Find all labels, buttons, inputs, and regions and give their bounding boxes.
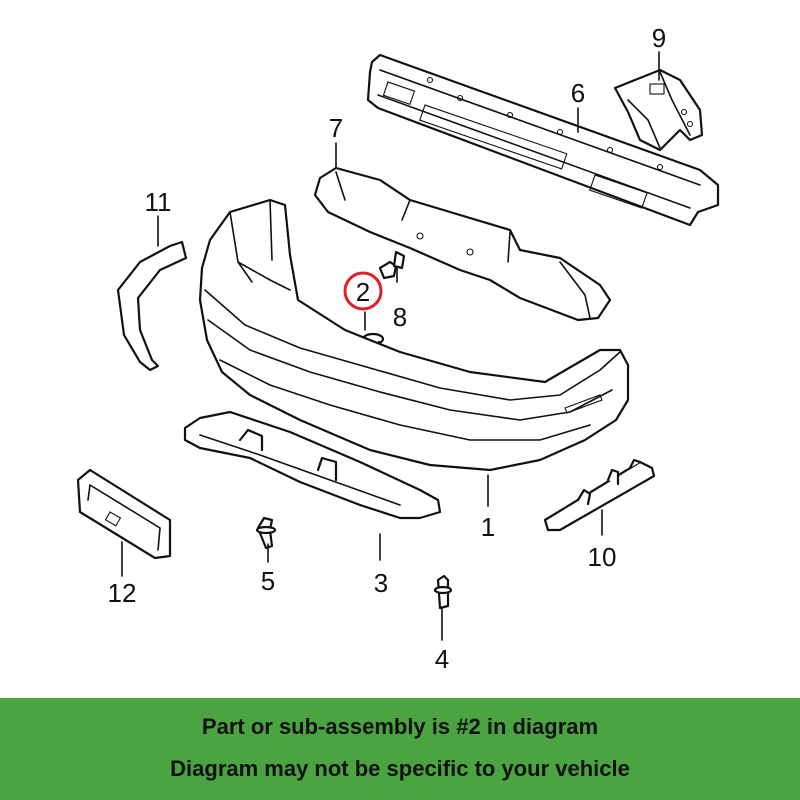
callout-7: 7	[329, 113, 343, 143]
part-1-bumper-cover	[198, 198, 630, 472]
callout-6: 6	[571, 78, 585, 108]
part-6-impact-bar	[366, 53, 720, 227]
part-3-lower-valance	[183, 410, 442, 520]
callout-12: 12	[108, 578, 137, 608]
bumper-exploded-diagram: 9 6 7 11 8 1 10 3 5 4 12 2	[76, 23, 720, 674]
part-4-fastener	[433, 574, 453, 610]
part-5-push-pin	[255, 516, 277, 550]
part-8-clip	[378, 250, 406, 280]
leader-lines	[121, 51, 660, 641]
banner-disclaimer: Diagram may not be specific to your vehi…	[170, 756, 630, 781]
callout-11: 11	[145, 187, 172, 217]
callout-4: 4	[435, 644, 449, 674]
callout-9: 9	[652, 23, 666, 53]
part-12-license-plate-bracket	[76, 468, 172, 560]
callout-2-highlighted: 2	[356, 277, 370, 307]
part-11-molding-strip	[116, 240, 188, 372]
callout-3: 3	[374, 568, 388, 598]
info-banner: Part or sub-assembly is #2 in diagram Di…	[0, 698, 800, 800]
part-9-mounting-bracket	[613, 68, 704, 152]
highlight-circle	[343, 271, 383, 311]
callout-8: 8	[393, 302, 407, 332]
part-10-lower-bracket	[543, 458, 656, 532]
callout-5: 5	[261, 566, 275, 596]
part-7-energy-absorber	[313, 166, 612, 322]
banner-part-note: Part or sub-assembly is #2 in diagram	[201, 714, 599, 739]
callout-labels: 9 6 7 11 8 1 10 3 5 4 12 2	[108, 23, 667, 674]
callout-10: 10	[588, 542, 617, 572]
callout-1: 1	[481, 512, 495, 542]
